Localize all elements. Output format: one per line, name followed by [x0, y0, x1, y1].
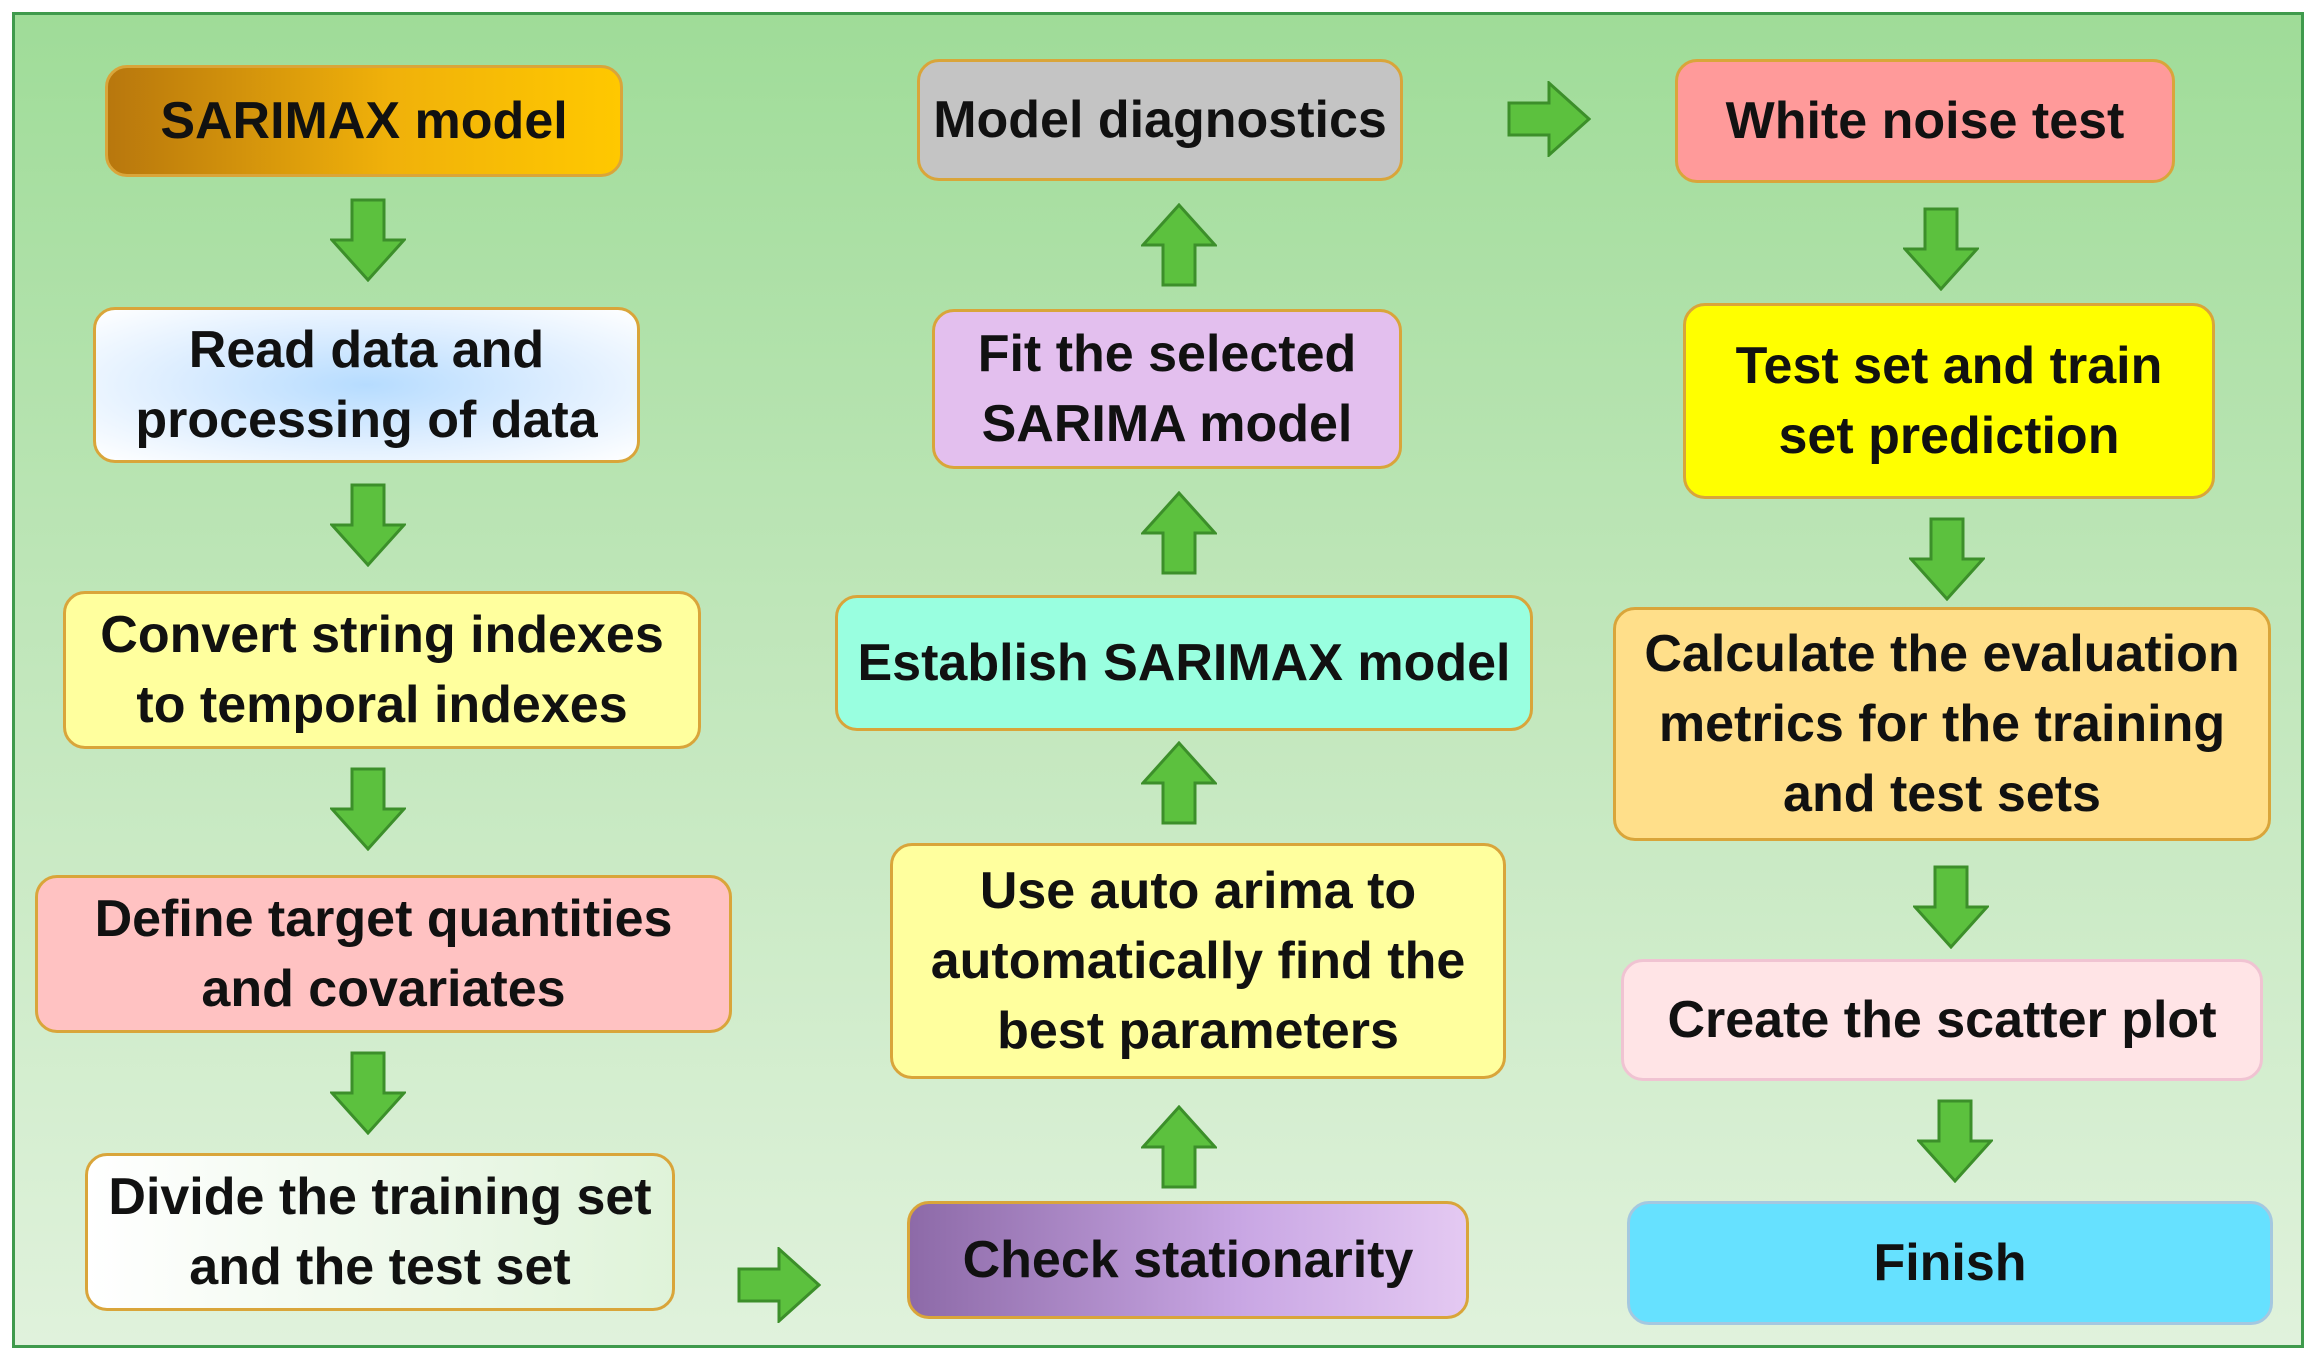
up-arrow-icon — [1141, 203, 1217, 287]
right-arrow-icon — [737, 1247, 821, 1323]
sarimax-model-label: SARIMAX model — [160, 92, 568, 150]
read-data-box: Read data and processing of data — [93, 307, 640, 463]
fit-sarima-label: Fit the selected SARIMA model — [977, 325, 1357, 453]
convert-indexes-box: Convert string indexes to temporal index… — [63, 591, 701, 749]
define-target-box: Define target quantities and covariates — [35, 875, 732, 1033]
white-noise-test-label: White noise test — [1725, 92, 2125, 150]
down-arrow-icon — [1917, 1099, 1993, 1183]
divide-sets-box: Divide the training set and the test set — [85, 1153, 675, 1311]
sarimax-model-box: SARIMAX model — [105, 65, 623, 177]
divide-sets-label: Divide the training set and the test set — [108, 1168, 652, 1296]
down-arrow-icon — [330, 1051, 406, 1135]
establish-sarimax-box: Establish SARIMAX model — [835, 595, 1533, 731]
up-arrow-icon — [1141, 491, 1217, 575]
down-arrow-icon — [330, 483, 406, 567]
auto-arima-label: Use auto arima to automatically find the… — [930, 862, 1466, 1060]
down-arrow-icon — [330, 198, 406, 282]
down-arrow-icon — [1909, 517, 1985, 601]
scatter-plot-box: Create the scatter plot — [1621, 959, 2263, 1081]
auto-arima-box: Use auto arima to automatically find the… — [890, 843, 1506, 1079]
check-stationarity-box: Check stationarity — [907, 1201, 1469, 1319]
right-arrow-icon — [1507, 81, 1591, 157]
fit-sarima-box: Fit the selected SARIMA model — [932, 309, 1402, 469]
up-arrow-icon — [1141, 741, 1217, 825]
flowchart-canvas: SARIMAX model Read data and processing o… — [12, 12, 2304, 1348]
convert-indexes-label: Convert string indexes to temporal index… — [100, 606, 664, 734]
check-stationarity-label: Check stationarity — [962, 1231, 1414, 1289]
white-noise-test-box: White noise test — [1675, 59, 2175, 183]
down-arrow-icon — [1913, 865, 1989, 949]
down-arrow-icon — [1903, 207, 1979, 291]
prediction-box: Test set and train set prediction — [1683, 303, 2215, 499]
evaluation-metrics-label: Calculate the evaluation metrics for the… — [1644, 625, 2240, 823]
model-diagnostics-label: Model diagnostics — [933, 91, 1387, 149]
establish-sarimax-label: Establish SARIMAX model — [857, 634, 1511, 692]
up-arrow-icon — [1141, 1105, 1217, 1189]
model-diagnostics-box: Model diagnostics — [917, 59, 1403, 181]
define-target-label: Define target quantities and covariates — [94, 890, 673, 1018]
finish-box: Finish — [1627, 1201, 2273, 1325]
evaluation-metrics-box: Calculate the evaluation metrics for the… — [1613, 607, 2271, 841]
prediction-label: Test set and train set prediction — [1735, 337, 2163, 465]
read-data-label: Read data and processing of data — [135, 321, 598, 449]
finish-label: Finish — [1873, 1234, 2027, 1292]
down-arrow-icon — [330, 767, 406, 851]
scatter-plot-label: Create the scatter plot — [1667, 991, 2217, 1049]
